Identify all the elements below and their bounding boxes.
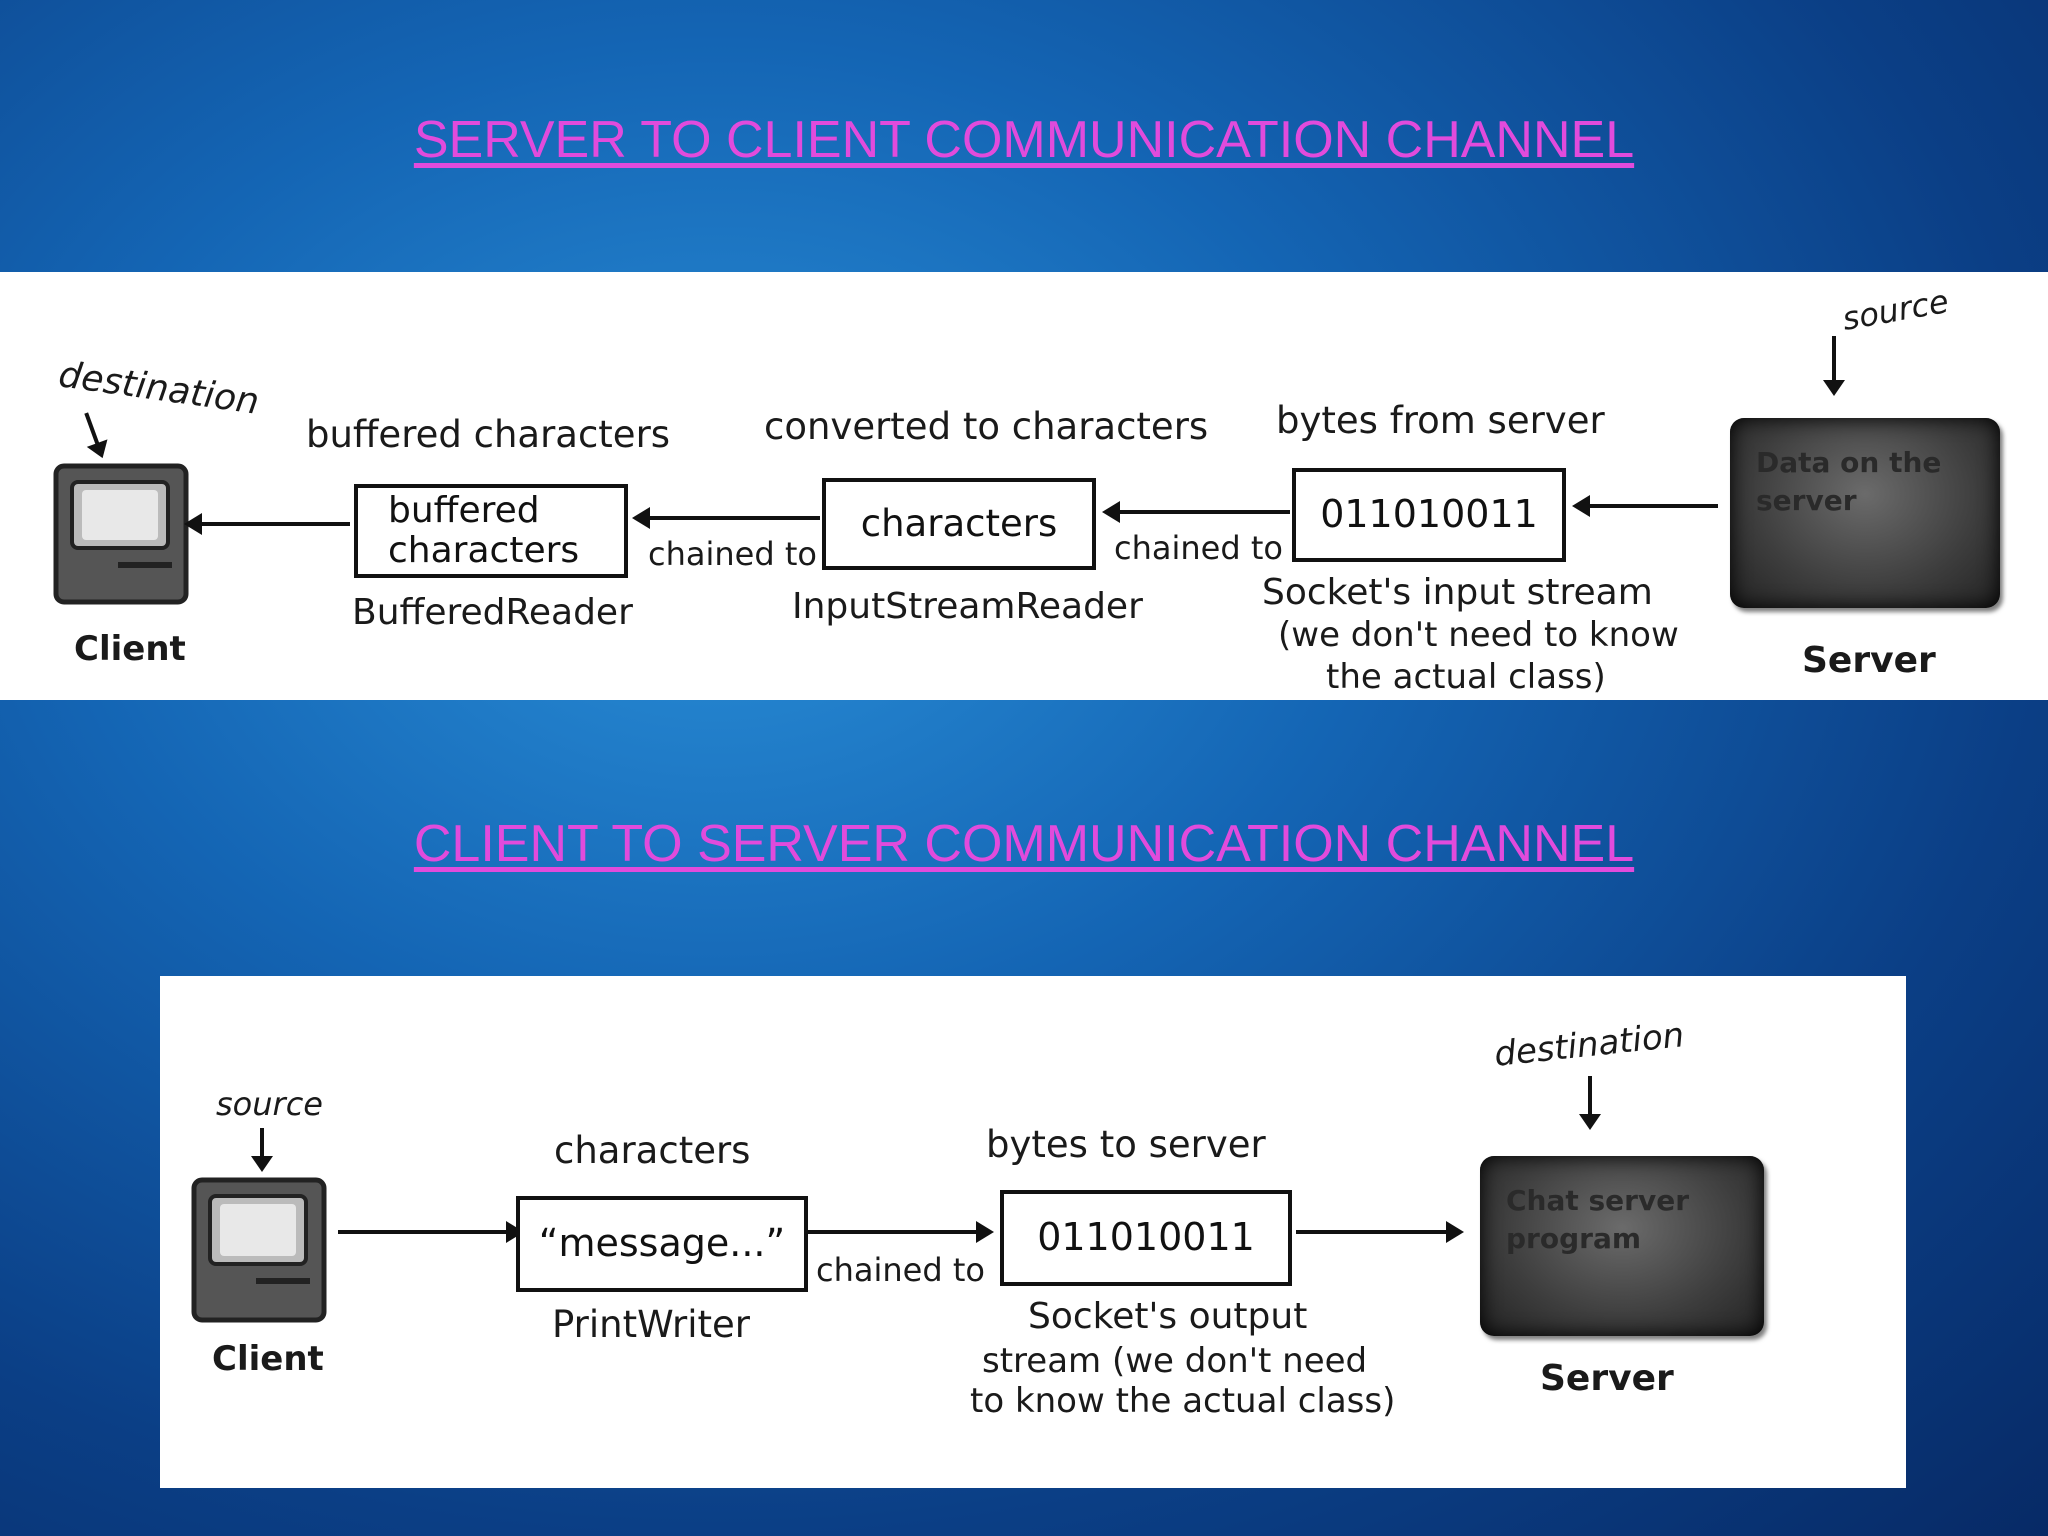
client-label: Client: [74, 629, 186, 669]
buffered-characters-box: buffered characters: [354, 484, 628, 578]
characters-label-2: characters: [554, 1129, 751, 1172]
title-server-to-client[interactable]: SERVER TO CLIENT COMMUNICATION CHANNEL: [413, 111, 1635, 169]
chained-to-label-3: chained to: [816, 1251, 985, 1289]
socket-input-line1: Socket's input stream: [1262, 572, 1653, 613]
diagram-client-to-server: source Client characters “message...” Pr…: [160, 976, 1906, 1488]
bytes-box-2: 011010011: [1000, 1190, 1292, 1286]
buffered-box-line1: buffered: [388, 490, 540, 532]
server-program-text: Chat server program: [1506, 1182, 1689, 1258]
server-label-2: Server: [1540, 1358, 1674, 1399]
source-arrow: [1823, 336, 1845, 396]
title-client-to-server[interactable]: CLIENT TO SERVER COMMUNICATION CHANNEL: [413, 815, 1635, 873]
socket-output-line3: to know the actual class): [970, 1381, 1396, 1421]
arrow-from-server: [1572, 495, 1718, 517]
bytes-from-server-label: bytes from server: [1276, 399, 1605, 442]
message-box: “message...”: [516, 1196, 808, 1292]
arrow-chained-1: [632, 507, 820, 529]
arrow-chained-3: [808, 1221, 994, 1243]
server-block: Data on the server: [1730, 418, 2000, 608]
buffered-box-line2: characters: [388, 530, 580, 571]
destination-label-2: destination: [1492, 1015, 1687, 1075]
server-data-text: Data on the server: [1756, 444, 1941, 520]
characters-box: characters: [822, 478, 1096, 570]
buffered-reader-label: BufferedReader: [352, 592, 633, 633]
bytes-box: 011010011: [1292, 468, 1566, 562]
server-text-line2: server: [1756, 483, 1857, 517]
source-label: source: [1839, 282, 1952, 339]
destination-arrow: [84, 412, 100, 446]
destination-arrow-2: [1579, 1076, 1601, 1130]
source-arrow-2: [251, 1128, 273, 1172]
server-label: Server: [1802, 640, 1936, 681]
input-stream-reader-label: InputStreamReader: [792, 586, 1143, 627]
server-text-line1-2: Chat server: [1506, 1184, 1690, 1217]
socket-input-line2: (we don't need to know: [1278, 615, 1679, 655]
server-block-2: Chat server program: [1480, 1156, 1764, 1336]
socket-input-line3: the actual class): [1326, 657, 1606, 697]
print-writer-label: PrintWriter: [552, 1303, 751, 1346]
arrow-client-to-writer: [338, 1221, 524, 1243]
arrow-to-client: [184, 513, 350, 535]
socket-output-line1: Socket's output: [1028, 1296, 1308, 1337]
diagram-server-to-client: destination Client buffered characters b…: [0, 272, 2048, 700]
chained-to-label-1: chained to: [648, 535, 817, 573]
client-computer-icon: [53, 463, 189, 605]
socket-output-line2: stream (we don't need: [982, 1341, 1368, 1381]
server-text-line2-2: program: [1506, 1221, 1642, 1255]
converted-to-characters-label: converted to characters: [764, 405, 1209, 448]
client-computer-icon-2: [191, 1177, 327, 1323]
source-label-2: source: [216, 1085, 323, 1123]
bytes-to-server-label: bytes to server: [986, 1123, 1266, 1166]
chained-to-label-2: chained to: [1114, 529, 1283, 567]
client-label-2: Client: [212, 1339, 324, 1379]
arrow-chained-2: [1102, 501, 1290, 523]
server-text-line1: Data on the: [1756, 446, 1942, 479]
buffered-characters-label: buffered characters: [306, 413, 671, 456]
arrow-to-server: [1296, 1221, 1464, 1243]
